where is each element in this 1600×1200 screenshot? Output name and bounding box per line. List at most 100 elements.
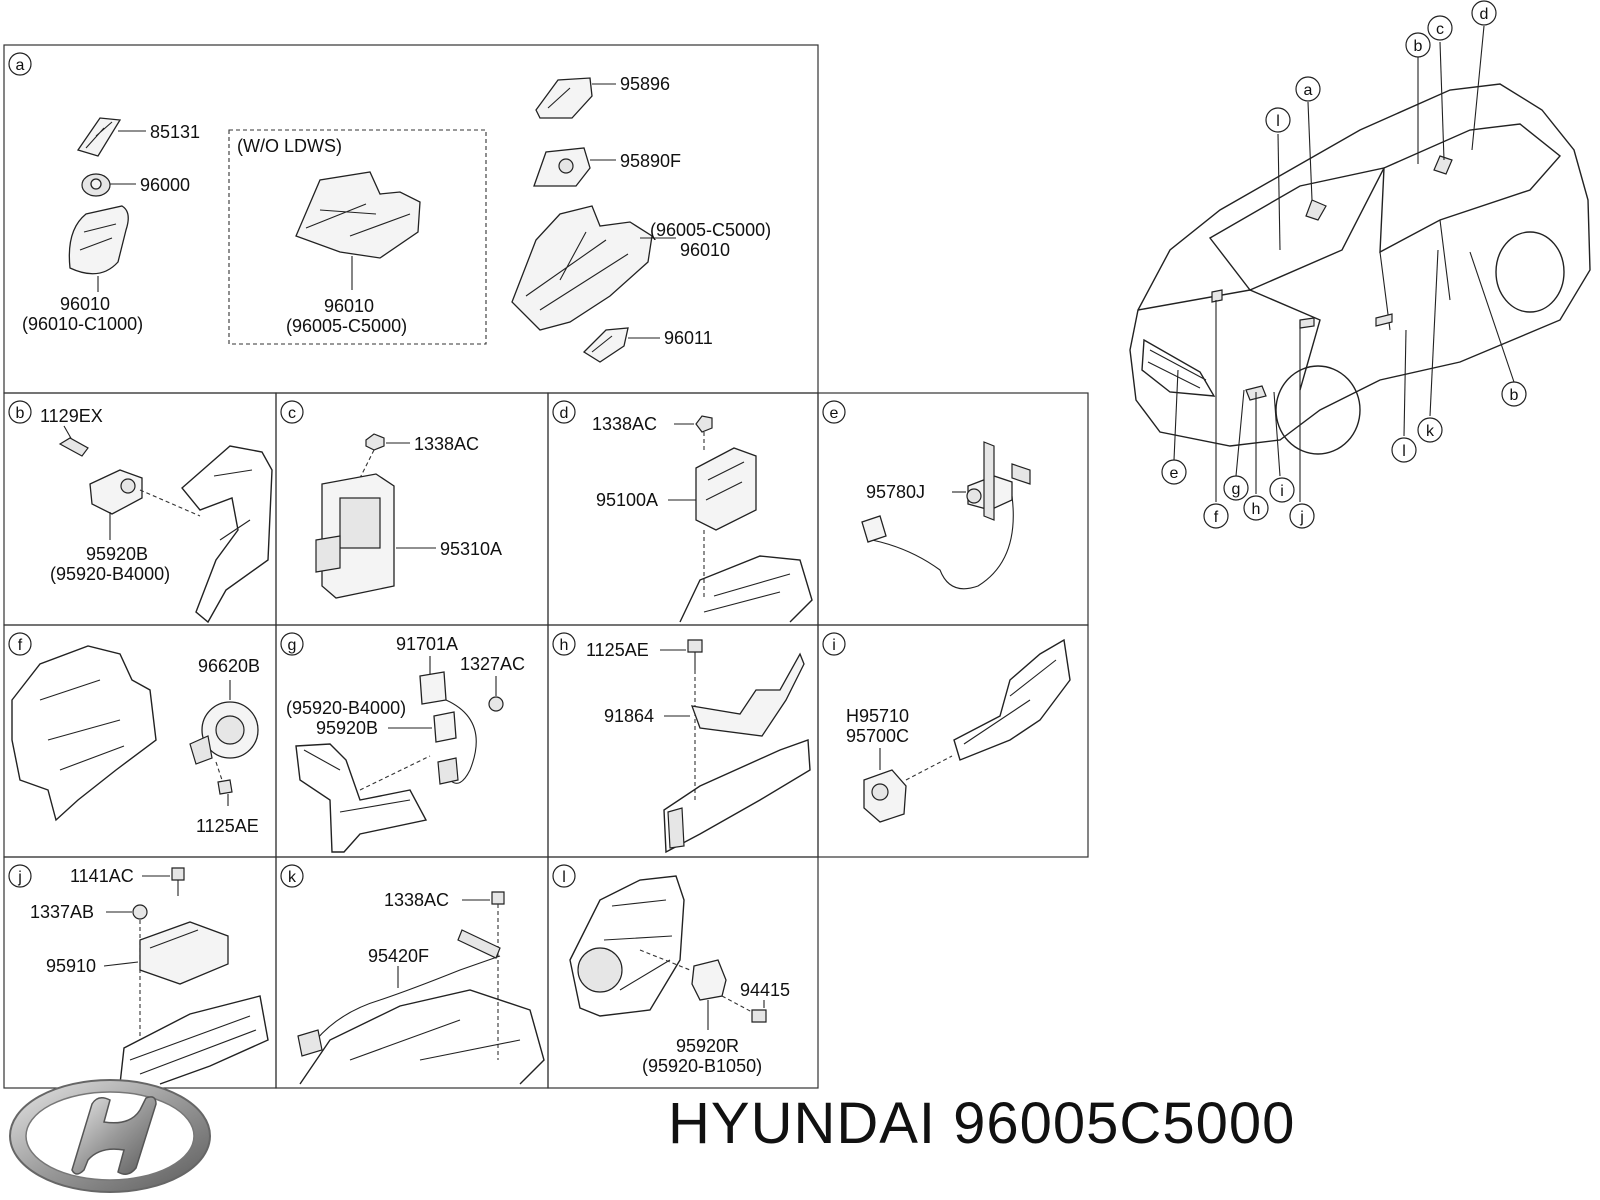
- panel-h: h 1125AE 91864: [552, 632, 811, 854]
- callout-f: f: [1214, 509, 1219, 526]
- bolt-1125ae-f: [217, 779, 233, 795]
- frame-structure-h: [663, 739, 811, 854]
- label-95896: 95896: [620, 74, 670, 94]
- label-1141ac: 1141AC: [70, 866, 134, 886]
- callout-b-top: b: [1414, 38, 1423, 55]
- panel-g: g 91701A 1327AC (95920-B4000) 95920B: [280, 632, 525, 853]
- panel-h-letter: h: [560, 637, 569, 654]
- callout-i: i: [1280, 483, 1284, 500]
- bolt-1141ac: [171, 867, 185, 881]
- panel-d-letter: d: [560, 405, 569, 422]
- front-wheel: [1275, 365, 1361, 455]
- cover-96010-mid: [295, 171, 421, 259]
- callout-g: g: [1232, 481, 1241, 498]
- label-1125ae-h: 1125AE: [586, 640, 649, 660]
- callout-a: a: [1304, 82, 1313, 99]
- label-1327ac: 1327AC: [460, 654, 525, 674]
- cover-96010-right: [511, 205, 653, 331]
- label-95920b: 95920B: [86, 544, 148, 564]
- label-91701a: 91701A: [396, 634, 458, 654]
- rear-wheel: [1495, 231, 1565, 313]
- label-96005-c5000-right: (96005-C5000): [650, 220, 771, 240]
- nut-1338ac-d: [695, 415, 713, 433]
- callout-l-top: l: [1276, 113, 1280, 130]
- label-96010-left-alt: (96010-C1000): [22, 314, 143, 334]
- panel-b-letter: b: [16, 405, 25, 422]
- panel-k-letter: k: [288, 869, 297, 886]
- label-95100a: 95100A: [596, 490, 658, 510]
- panel-c: c 1338AC 95310A: [280, 400, 502, 599]
- panel-b: b 1129EX 95920B (95920-B4000): [8, 400, 273, 624]
- panel-i: i H95710 95700C: [822, 632, 1071, 823]
- floor-structure-j: [119, 995, 269, 1085]
- callout-b-right: b: [1510, 387, 1519, 404]
- sensor-95920r: [691, 959, 727, 1001]
- label-95890f: 95890F: [620, 151, 681, 171]
- panel-e: e 95780J: [822, 400, 1031, 590]
- label-95920b-g: 95920B: [316, 718, 378, 738]
- nut-1327ac: [488, 696, 504, 712]
- label-h95710: H95710: [846, 706, 909, 726]
- bolt-1129ex: [58, 437, 89, 457]
- side-windows: [1379, 123, 1562, 254]
- car-callouts: a b c d l b e f g h i j k l: [1161, 0, 1527, 529]
- label-95920r-alt: (95920-B1050): [642, 1056, 762, 1076]
- panel-l: l 94415 95920R (95920-B1050): [552, 864, 790, 1076]
- label-95920b-alt: (95920-B4000): [50, 564, 170, 584]
- panel-f-letter: f: [18, 637, 23, 654]
- label-1337ab: 1337AB: [30, 902, 94, 922]
- panel-l-letter: l: [562, 869, 566, 886]
- door-panel: [569, 875, 685, 1017]
- callout-h: h: [1252, 501, 1261, 518]
- label-1125ae-f: 1125AE: [196, 816, 259, 836]
- label-85131: 85131: [150, 122, 200, 142]
- callout-k: k: [1426, 423, 1435, 440]
- label-96011: 96011: [664, 328, 713, 348]
- panel-k: k 1338AC 95420F: [280, 864, 545, 1085]
- nut-1338ac-k: [491, 891, 505, 905]
- floor-structure-k: [299, 989, 545, 1085]
- bolt-1125ae-h: [687, 639, 703, 653]
- panel-a: a 85131 96000 96010 (96010-C1000) (W/O L…: [8, 52, 771, 363]
- car-body: [1129, 83, 1591, 447]
- hyundai-logo: [9, 1079, 211, 1193]
- panel-grid: [3, 44, 1089, 1089]
- panel-e-letter: e: [830, 405, 839, 422]
- panel-c-letter: c: [288, 405, 296, 422]
- callout-d: d: [1480, 6, 1489, 23]
- panel-i-letter: i: [832, 637, 836, 654]
- label-96000: 96000: [140, 175, 190, 195]
- module-95100a: [695, 447, 757, 531]
- sensor-95920b: [89, 469, 143, 515]
- car-overview: [1129, 83, 1591, 455]
- screw-94415: [751, 1009, 767, 1023]
- label-1338ac-k: 1338AC: [384, 890, 449, 910]
- hood-line: [1137, 289, 1321, 391]
- label-96010-right: 96010: [680, 240, 730, 260]
- callout-l-bottom: l: [1402, 443, 1406, 460]
- label-1338ac-c: 1338AC: [414, 434, 479, 454]
- label-95780j: 95780J: [866, 482, 925, 502]
- wiring-91701a: [419, 671, 447, 705]
- panel-j: j 1141AC 1337AB 95910: [8, 864, 269, 1085]
- cover-95896: [535, 77, 593, 119]
- nut-1338ac: [365, 433, 385, 451]
- windshield: [1208, 167, 1386, 291]
- label-95310a: 95310A: [440, 539, 502, 559]
- bracket-85131: [76, 117, 122, 157]
- label-96010-left: 96010: [60, 294, 110, 314]
- panel-d: d 1338AC 95100A: [552, 400, 813, 623]
- module-95910: [139, 921, 229, 985]
- callout-e: e: [1170, 465, 1179, 482]
- callout-c: c: [1436, 21, 1444, 38]
- floor-structure-d: [679, 555, 813, 623]
- panel-g-letter: g: [288, 637, 297, 654]
- callout-j: j: [1299, 509, 1304, 526]
- fender-structure: [11, 645, 157, 822]
- label-96010-mid: 96010: [324, 296, 374, 316]
- panel-j-letter: j: [17, 869, 22, 886]
- cover-96010-left: [68, 205, 129, 275]
- grille: [1141, 338, 1216, 397]
- wo-ldws-box: [228, 129, 487, 345]
